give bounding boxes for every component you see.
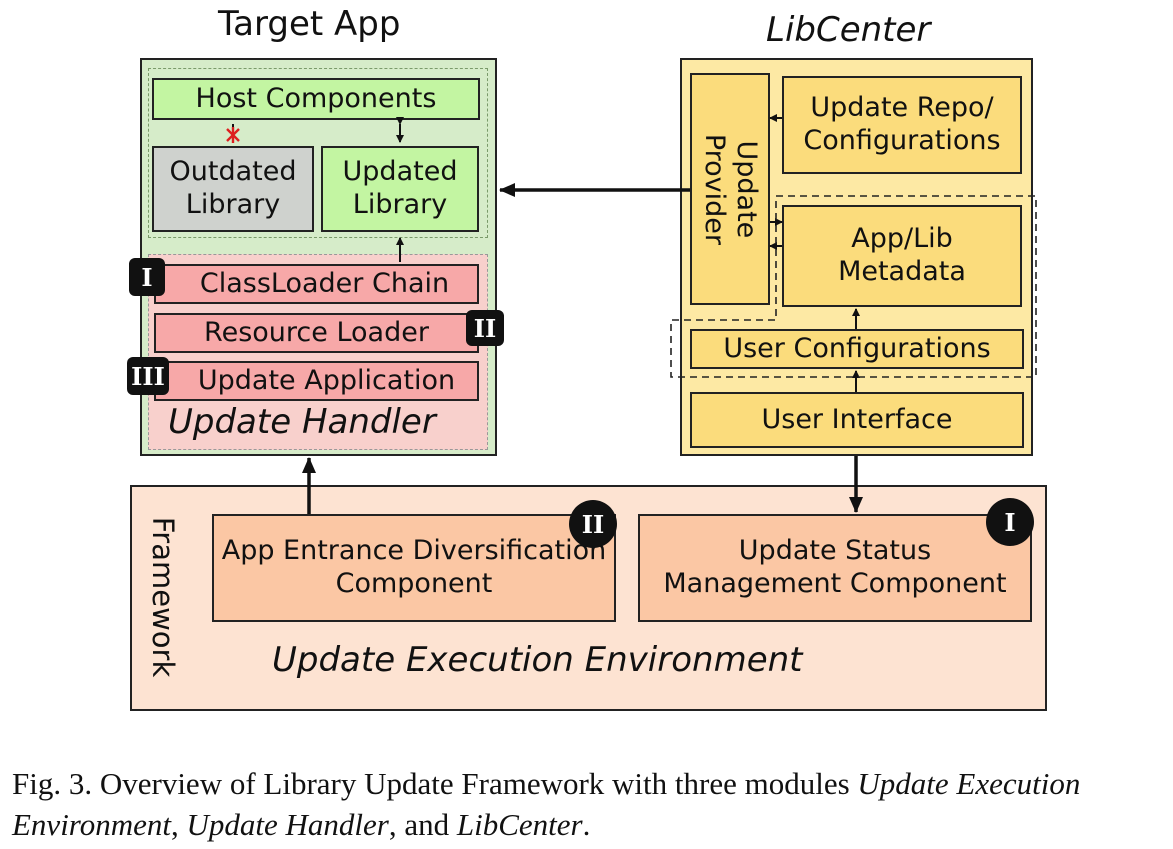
- update-provider-box: Update Provider: [690, 73, 770, 305]
- badge-update-status: I: [986, 498, 1034, 546]
- libcenter-title: LibCenter: [766, 10, 931, 50]
- app-lib-metadata-box: App/Lib Metadata: [782, 205, 1022, 307]
- update-handler-label: Update Handler: [168, 402, 436, 442]
- resource-loader-box: Resource Loader: [154, 313, 479, 353]
- library-area: [148, 68, 488, 238]
- caption-sep-2: , and: [388, 806, 457, 842]
- host-components-box: Host Components: [152, 78, 480, 120]
- outdated-library-box: Outdated Library: [152, 146, 314, 232]
- app-entrance-box: App Entrance Diversification Component: [212, 514, 616, 622]
- caption-module-3: LibCenter: [456, 806, 583, 842]
- figure-caption: Fig. 3. Overview of Library Update Frame…: [12, 764, 1167, 846]
- user-configurations-box: User Configurations: [690, 329, 1024, 369]
- update-application-box: Update Application: [154, 361, 479, 401]
- badge-update-application: III: [127, 357, 169, 395]
- updated-library-box: Updated Library: [321, 146, 479, 232]
- classloader-chain-box: ClassLoader Chain: [154, 264, 479, 304]
- user-interface-box: User Interface: [690, 392, 1024, 448]
- badge-resource-loader: II: [466, 310, 504, 346]
- badge-classloader: I: [129, 258, 165, 296]
- update-repo-box: Update Repo/ Configurations: [782, 76, 1022, 174]
- config-group-outline: [670, 195, 1037, 378]
- update-execution-environment-label: Update Execution Environment: [272, 640, 803, 680]
- caption-module-2: Update Handler: [186, 806, 389, 842]
- update-status-box: Update Status Management Component: [638, 514, 1032, 622]
- badge-app-entrance: II: [569, 500, 617, 548]
- caption-prefix: Fig. 3. Overview of Library Update Frame…: [12, 766, 858, 801]
- target-app-title: Target App: [218, 4, 401, 44]
- cross-mark: [226, 127, 240, 143]
- caption-end: .: [582, 806, 591, 842]
- caption-module-1: Update Execution Environment: [12, 766, 1081, 842]
- caption-sep-1: ,: [170, 806, 187, 842]
